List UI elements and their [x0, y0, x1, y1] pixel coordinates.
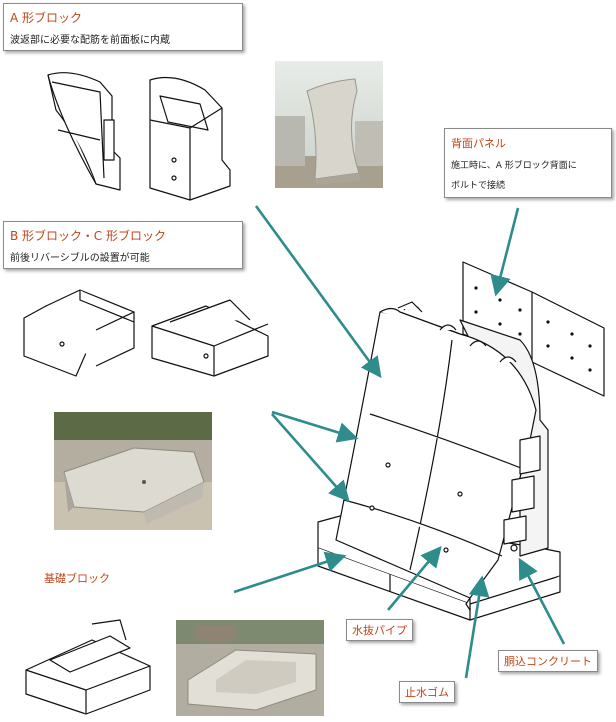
filling-concrete-label: 胴込コンクリート	[498, 650, 598, 672]
block-b-drawing	[23, 289, 135, 377]
block-a-drawing-1	[47, 72, 121, 191]
arrow-block-bc-1	[271, 410, 359, 443]
foundation-block-drawing	[25, 619, 151, 715]
block-a-drawing-2	[149, 77, 231, 201]
back-panel-title: 背面パネル	[451, 137, 506, 150]
block-bc-photo	[54, 412, 212, 530]
foundation-block-label: 基礎ブロック	[44, 572, 110, 585]
foundation-block-photo	[176, 620, 324, 716]
block-bc-box: B 形ブロック・C 形ブロック 前後リバーシブルの設置が可能	[3, 221, 243, 269]
block-a-title: A 形ブロック	[10, 11, 83, 25]
arrow-waterstop	[464, 575, 490, 679]
arrow-foundation	[233, 551, 347, 594]
block-bc-description: 前後リバーシブルの設置が可能	[10, 253, 150, 264]
block-bc-title: B 形ブロック・C 形ブロック	[10, 229, 167, 243]
block-c-drawing	[151, 299, 269, 377]
waterstop-rubber-label: 止水ゴム	[399, 681, 455, 703]
seawall-assembly-drawing	[317, 301, 561, 621]
arrow-block-a	[254, 205, 382, 379]
drain-pipe-label: 水抜パイプ	[346, 619, 413, 641]
arrow-block-bc-2	[271, 413, 350, 502]
back-panel-description-1: 施工時に、A 形ブロック背面に	[451, 161, 577, 171]
arrow-filling-concrete	[518, 557, 566, 645]
back-panel-description-2: ボルトで接続	[451, 181, 506, 191]
arrow-drain-pipe	[387, 546, 442, 611]
block-a-photo	[275, 61, 383, 188]
block-a-box: A 形ブロック 波返部に必要な配筋を前面板に内蔵	[3, 3, 243, 51]
block-a-description: 波返部に必要な配筋を前面板に内蔵	[10, 35, 170, 46]
arrow-back-panel	[490, 207, 520, 297]
back-panel-box: 背面パネル 施工時に、A 形ブロック背面に ボルトで接続	[444, 128, 612, 198]
